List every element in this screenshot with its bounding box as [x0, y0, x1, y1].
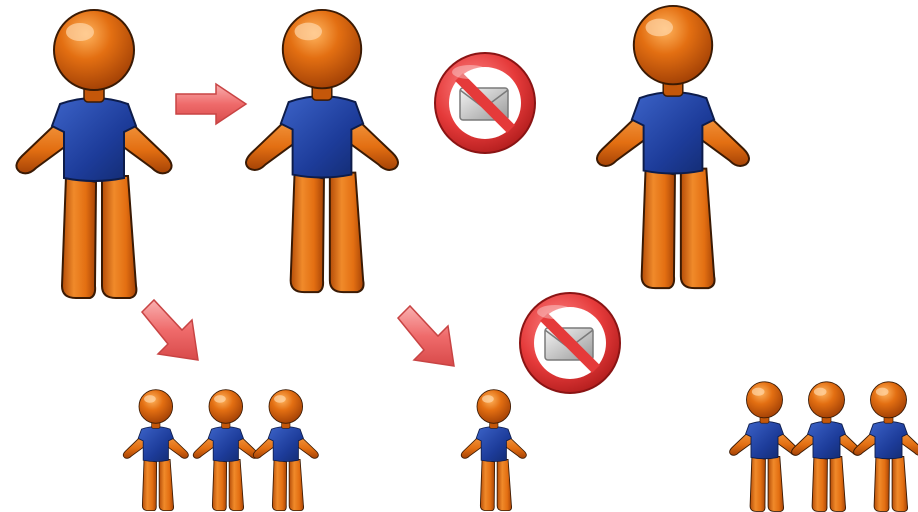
large-person-figure-right: [583, 2, 763, 296]
arrow-diagonal-icon-left: [138, 296, 204, 366]
group-of-three-figures-right: [724, 380, 918, 512]
prohibition-envelope-icon-bottom: [515, 288, 625, 398]
large-person-figure-left: [4, 6, 184, 306]
large-person-figure-middle: [232, 6, 412, 300]
prohibition-envelope-icon-top: [430, 48, 540, 158]
person-figure-icon: [232, 6, 412, 300]
single-small-figure: [456, 388, 532, 512]
group-of-three-figures-left: [118, 388, 324, 512]
person-figure-icon: [4, 6, 184, 306]
arrow-diagonal-icon-middle: [394, 300, 460, 374]
person-figure-icon: [583, 2, 763, 296]
